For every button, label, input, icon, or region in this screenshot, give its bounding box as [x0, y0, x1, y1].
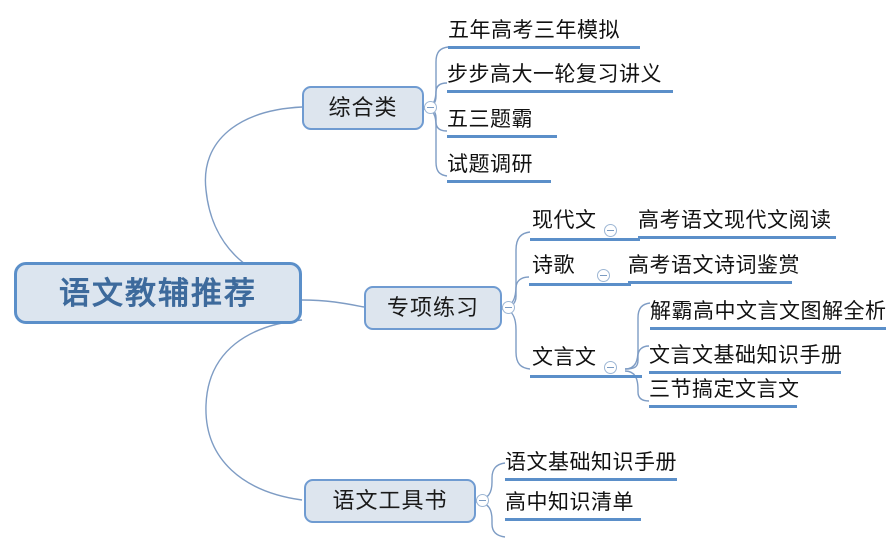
collapse-toggle-shige[interactable] [597, 269, 610, 282]
collapse-toggle-yuwengongjushu[interactable] [476, 494, 489, 507]
sub-branch-label-xiandaiwen[interactable]: 现代文 [532, 209, 597, 232]
sub-branch-underline [530, 238, 640, 241]
list-item[interactable]: 文言文基础知识手册 [649, 343, 843, 374]
list-item[interactable]: 试题调研 [447, 152, 551, 183]
branch-node-label: 专项练习 [386, 295, 479, 320]
list-item[interactable]: 三节搞定文言文 [649, 377, 800, 408]
list-item[interactable]: 高考语文诗词鉴赏 [628, 253, 800, 284]
branch-node-zhuanxianglianxi[interactable]: 专项练习 [364, 286, 502, 330]
list-item[interactable]: 步步高大一轮复习讲义 [447, 62, 673, 93]
item-underline [447, 180, 551, 183]
sub-branch-underline [530, 375, 642, 378]
item-underline [649, 371, 841, 374]
item-label: 五年高考三年模拟 [448, 19, 620, 42]
root-node-label: 语文教辅推荐 [59, 275, 257, 311]
item-label: 语文基础知识手册 [505, 451, 677, 474]
item-label: 试题调研 [447, 153, 533, 176]
item-label: 解霸高中文言文图解全析 [650, 300, 887, 323]
list-item[interactable]: 语文基础知识手册 [505, 450, 677, 481]
item-underline [628, 281, 792, 284]
list-item[interactable]: 高中知识清单 [505, 490, 641, 521]
item-label: 五三题霸 [447, 108, 533, 131]
branch-node-zonghelei[interactable]: 综合类 [302, 86, 424, 130]
item-underline [638, 236, 836, 239]
item-underline [505, 478, 677, 481]
list-item[interactable]: 五三题霸 [447, 107, 557, 138]
list-item[interactable]: 五年高考三年模拟 [448, 18, 640, 49]
collapse-toggle-wenyanwen[interactable] [604, 361, 617, 374]
item-underline [448, 46, 640, 49]
item-underline [649, 405, 797, 408]
sub-branch-label-wenyanwen[interactable]: 文言文 [532, 346, 597, 369]
collapse-toggle-zonghelei[interactable] [424, 101, 437, 114]
item-underline [447, 135, 557, 138]
item-label: 文言文基础知识手册 [649, 344, 843, 367]
collapse-toggle-xiandaiwen[interactable] [604, 224, 617, 237]
item-label: 高中知识清单 [505, 491, 634, 514]
item-underline [505, 518, 641, 521]
item-label: 步步高大一轮复习讲义 [447, 63, 662, 86]
sub-branch-underline [529, 283, 631, 286]
root-node[interactable]: 语文教辅推荐 [14, 262, 302, 324]
item-underline [447, 90, 673, 93]
item-label: 高考语文现代文阅读 [638, 209, 832, 232]
item-label: 高考语文诗词鉴赏 [628, 254, 800, 277]
collapse-toggle-zhuanxianglianxi[interactable] [502, 301, 515, 314]
sub-branch-label-shige[interactable]: 诗歌 [532, 254, 575, 277]
branch-node-yuwengongjushu[interactable]: 语文工具书 [304, 479, 476, 523]
item-underline [650, 327, 886, 330]
item-label: 三节搞定文言文 [649, 378, 800, 401]
list-item[interactable]: 高考语文现代文阅读 [638, 208, 836, 239]
list-item[interactable]: 解霸高中文言文图解全析 [650, 299, 887, 330]
branch-node-label: 综合类 [328, 95, 398, 120]
branch-node-label: 语文工具书 [332, 488, 448, 513]
